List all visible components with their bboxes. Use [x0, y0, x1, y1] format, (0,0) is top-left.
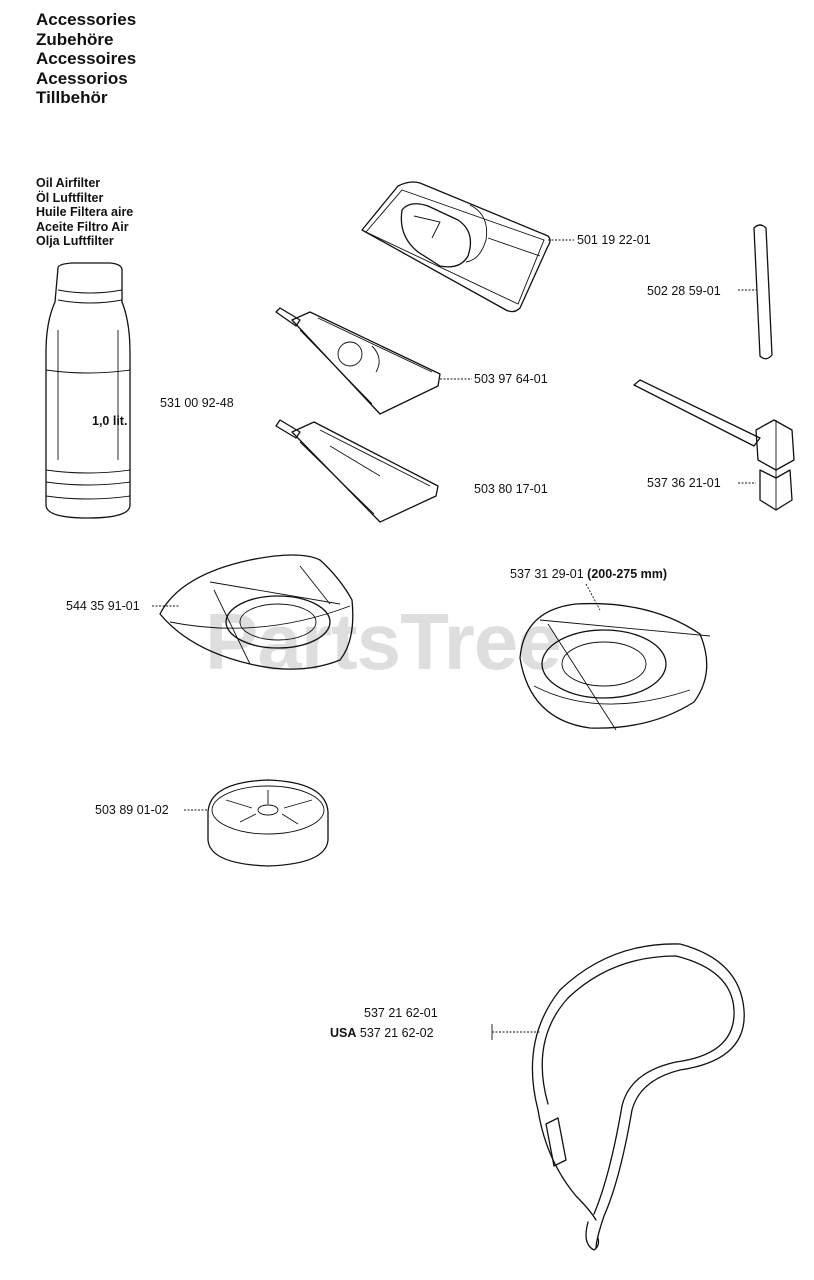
part-number-501-19-22-01: 501 19 22-01 — [577, 233, 651, 247]
oil-label-en: Oil Airfilter — [36, 176, 101, 190]
oil-label-de: Öl Luftfilter — [36, 190, 104, 205]
part-number-537-21-62-01: 537 21 62-01 — [364, 1006, 438, 1020]
oil-airfilter-labels: Oil Airfilter Öl Luftfilter Huile Filter… — [36, 176, 133, 249]
part-number-531-00-92-48: 531 00 92-48 — [160, 396, 234, 410]
title-sv: Tillbehör — [36, 88, 108, 107]
usa-part-code: 537 21 62-02 — [359, 1026, 434, 1040]
filter-bag-drawing — [361, 181, 551, 313]
part-size-spec: (200-275 mm) — [587, 567, 668, 581]
harness-drawing-2 — [519, 602, 711, 731]
title-en: Accessories — [36, 10, 137, 29]
grease-tube-drawing-2 — [275, 419, 439, 523]
usa-prefix: USA — [330, 1026, 357, 1040]
wrench-drawing — [633, 379, 795, 511]
part-number-537-21-62-02-usa: USA 537 21 62-02 — [330, 1026, 434, 1040]
part-number-503-80-17-01: 503 80 17-01 — [474, 482, 548, 496]
leader-lines — [152, 239, 758, 1040]
hub-drawing — [207, 779, 329, 867]
grease-tube-drawing-1 — [275, 307, 441, 415]
oil-label-es: Aceite Filtro Air — [36, 219, 129, 234]
part-number-502-28-59-01: 502 28 59-01 — [647, 284, 721, 298]
part-number-503-97-64-01: 503 97 64-01 — [474, 372, 548, 386]
title-fr: Accessoires — [36, 49, 137, 68]
title-de: Zubehöre — [36, 29, 114, 49]
pin-drawing — [753, 224, 773, 360]
part-number-544-35-91-01: 544 35 91-01 — [66, 599, 140, 613]
part-number-537-36-21-01: 537 36 21-01 — [647, 476, 721, 490]
part-number-537-31-29-01: 537 31 29-01 (200-275 mm) — [510, 567, 667, 581]
oil-label-fr: Huile Filtera aire — [36, 205, 134, 219]
bottle-volume-label: 1,0 lit. — [92, 414, 128, 428]
part-number-537-31-29-01-code: 537 31 29-01 — [510, 567, 584, 581]
watermark: PartsTree — [205, 597, 562, 686]
oil-bottle-drawing — [45, 262, 131, 519]
harness-drawing-1 — [159, 554, 354, 670]
title-es: Acessorios — [36, 68, 128, 88]
strap-drawing — [531, 943, 745, 1251]
part-number-503-89-01-02: 503 89 01-02 — [95, 803, 169, 817]
page-title-block: Accessories Zubehöre Accessoires Acessor… — [36, 10, 136, 108]
oil-label-sv: Olja Luftfilter — [36, 234, 114, 248]
